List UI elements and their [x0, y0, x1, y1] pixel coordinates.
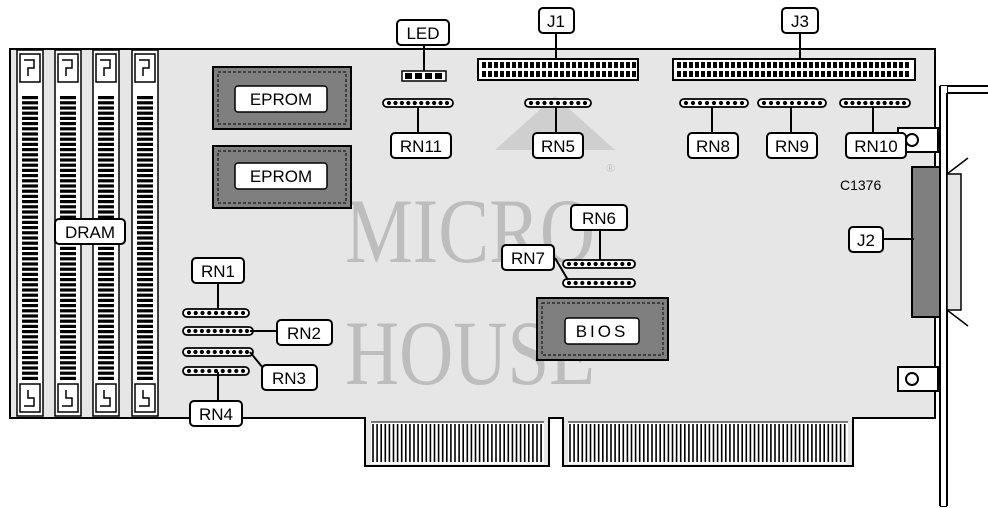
rn10-resistor-network: [839, 98, 911, 108]
j2-label: J2: [857, 231, 875, 250]
eprom-bottom-chip: EPROM: [212, 145, 352, 209]
rn9-label: RN9: [775, 137, 809, 156]
edge-connector: [371, 421, 848, 464]
rn6-resistor-network: [562, 259, 636, 269]
rn11-resistor-network: [382, 98, 454, 108]
bios-label: BIOS: [576, 322, 629, 341]
rn8-label: RN8: [696, 137, 730, 156]
rn2-label: RN2: [287, 324, 321, 343]
j3-label: J3: [791, 12, 809, 31]
rn7-label: RN7: [511, 249, 545, 268]
rn11-label: RN11: [400, 137, 442, 156]
diagram-code: C1376: [840, 177, 881, 193]
j1-label: J1: [547, 12, 565, 31]
watermark-registered-mark: ®: [606, 161, 615, 175]
led-component: [401, 70, 447, 82]
rn1-resistor-network: [182, 308, 250, 318]
rn2-resistor-network: [182, 326, 254, 336]
dram-sockets: [16, 49, 159, 417]
eprom-bottom-label: EPROM: [250, 167, 312, 186]
callouts: LED J1 J3 RN11 RN5 RN8 RN9 RN10 RN6: [54, 7, 914, 427]
dram-simm-socket-4: [131, 49, 159, 417]
rn3-label: RN3: [272, 369, 306, 388]
rn9-resistor-network: [757, 98, 827, 108]
dram-label: DRAM: [65, 223, 115, 242]
rn7-resistor-network: [562, 278, 636, 288]
eprom-top-chip: EPROM: [212, 66, 352, 130]
j2-connector: [911, 157, 969, 327]
rn3-resistor-network: [182, 347, 254, 357]
rn10-label: RN10: [854, 137, 897, 156]
rn5-label: RN5: [541, 137, 575, 156]
rn8-resistor-network: [679, 98, 749, 108]
watermark-line-1: MICRO: [345, 180, 595, 282]
rn5-resistor-network: [524, 98, 592, 108]
j1-connector: [477, 58, 639, 81]
rn4-label: RN4: [199, 405, 233, 424]
rn6-label: RN6: [582, 209, 616, 228]
bios-chip: BIOS: [536, 297, 669, 361]
dram-simm-socket-1: [16, 49, 44, 417]
resistor-networks: [182, 98, 911, 376]
rn4-resistor-network: [182, 366, 250, 376]
rn1-label: RN1: [201, 262, 235, 281]
screw-tab-bottom: [897, 366, 939, 392]
j3-connector: [672, 58, 916, 81]
led-label: LED: [406, 24, 439, 43]
eprom-top-label: EPROM: [250, 90, 312, 109]
